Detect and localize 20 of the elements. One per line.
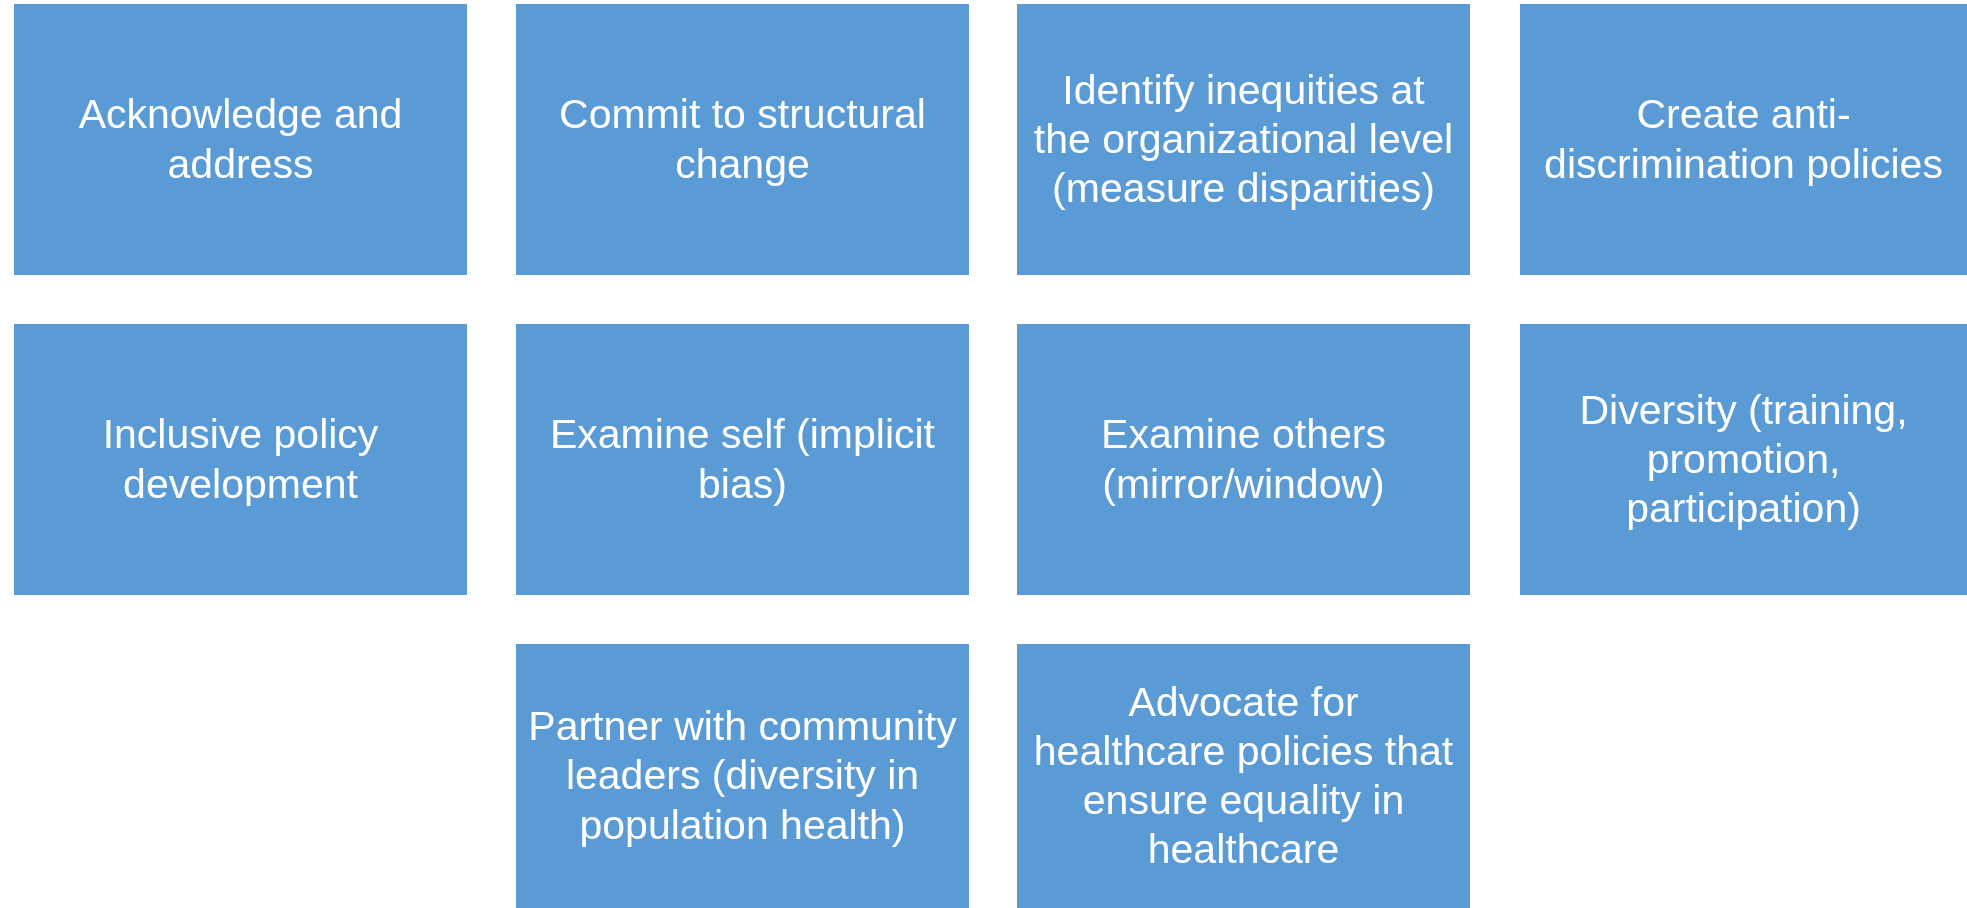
step-text: Acknowledge and address [77,90,404,189]
step-box [516,324,969,595]
step-box [1520,4,1967,275]
step-text: Create anti-discrimination policies [1543,90,1944,189]
step-box [1017,644,1470,908]
step-box [1017,4,1470,275]
step-box [1017,324,1470,595]
step-text: Identify inequities at the organizational level (measure disparities) [1032,65,1455,214]
step-box [1520,324,1967,595]
step-box [516,4,969,275]
step-text: Partner with community leaders (diversity in population health) [528,702,957,850]
step-box [14,4,467,275]
step-box [14,324,467,595]
step-text: Commit to structural change [558,90,927,189]
step-box [516,644,969,908]
step-text: Inclusive policy development [101,410,380,509]
step-text: Advocate for healthcare policies that ensure equality in healthcare [1032,677,1455,875]
step-text: Examine self (implicit bias) [548,410,936,509]
step-text: Examine others (mirror/window) [1100,410,1387,509]
step-text: Diversity (training, promotion, participation) [1578,385,1909,534]
